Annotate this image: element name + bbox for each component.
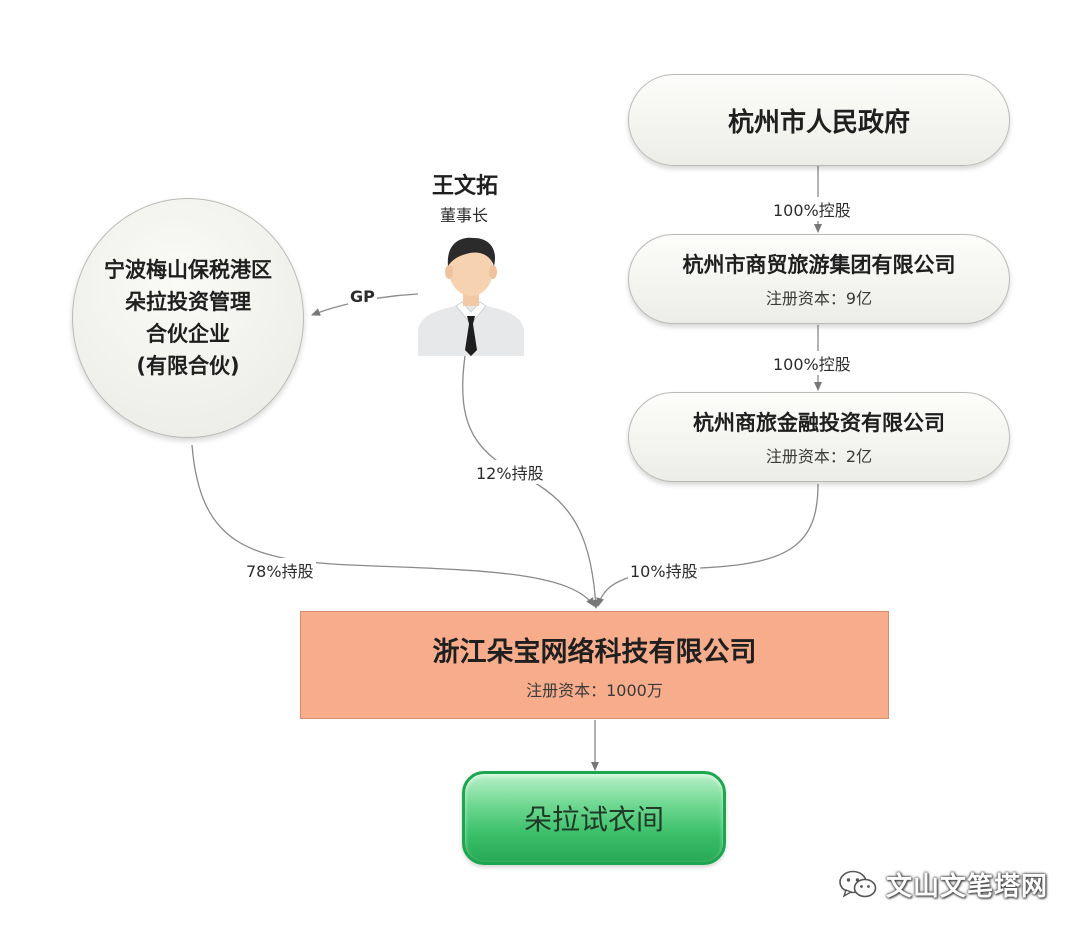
wechat-icon (839, 870, 877, 898)
node-brand-button: 朵拉试衣间 (462, 771, 726, 865)
label-partnership-to-company: 78%持股 (244, 558, 316, 582)
partnership-line-2: 朵拉投资管理 (125, 290, 251, 314)
node-commerce-tourism-group: 杭州市商贸旅游集团有限公司 注册资本：9亿 (628, 234, 1010, 324)
label-person-to-company: 12%持股 (474, 460, 546, 484)
node-finance-capital: 注册资本：2亿 (765, 447, 873, 466)
node-gov-name: 杭州市人民政府 (727, 107, 910, 138)
node-finance-name: 杭州商旅金融投资有限公司 (693, 411, 945, 435)
label-gp: GP (348, 287, 377, 306)
watermark-text: 文山文笔塔网 (886, 872, 1049, 902)
person-title: 董事长 (440, 206, 489, 225)
person-name: 王文拓 (432, 174, 499, 199)
node-group-capital: 注册资本：9亿 (765, 289, 873, 308)
partnership-line-4: (有限合伙) (136, 354, 240, 378)
main-company-name: 浙江朵宝网络科技有限公司 (432, 636, 757, 668)
main-company-capital: 注册资本：1000万 (526, 680, 663, 700)
person-avatar-icon (418, 237, 524, 356)
node-finance-investment: 杭州商旅金融投资有限公司 注册资本：2亿 (628, 392, 1010, 482)
node-group-name: 杭州市商贸旅游集团有限公司 (682, 253, 956, 277)
partnership-line-1: 宁波梅山保税港区 (104, 258, 272, 282)
node-main-company: 浙江朵宝网络科技有限公司 注册资本：1000万 (300, 611, 889, 719)
brand-name: 朵拉试衣间 (523, 803, 664, 836)
label-finance-to-company: 10%持股 (628, 558, 700, 582)
edge-finance-to-company (596, 483, 819, 607)
node-hangzhou-government: 杭州市人民政府 (628, 74, 1010, 166)
edge-partnership-to-company (191, 444, 595, 607)
node-partnership-circle: 宁波梅山保税港区 朵拉投资管理 合伙企业 (有限合伙) (72, 198, 304, 438)
watermark: 文山文笔塔网 (838, 866, 1048, 903)
label-group-to-finance: 100%控股 (771, 351, 853, 375)
label-gov-to-group: 100%控股 (771, 197, 853, 221)
partnership-line-3: 合伙企业 (146, 322, 230, 346)
